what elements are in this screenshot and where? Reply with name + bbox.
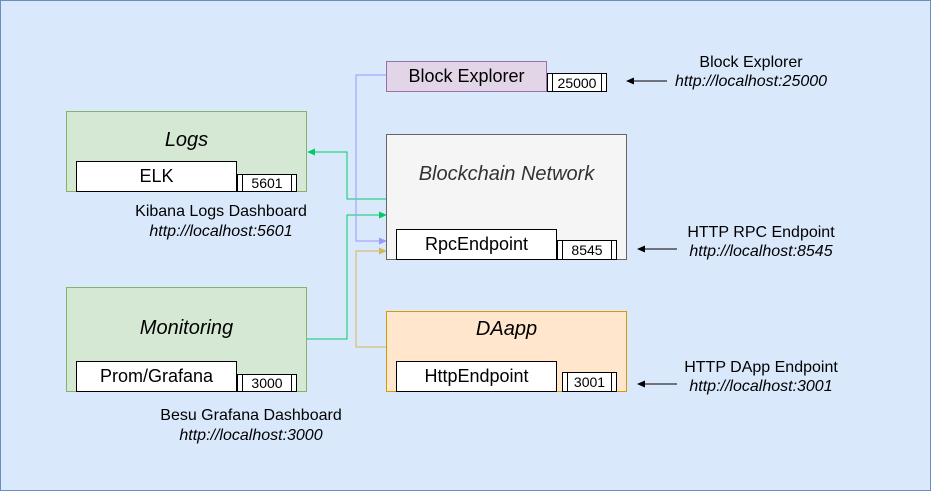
block-explorer-title: Block Explorer <box>408 66 525 86</box>
grafana-port: 3000 <box>237 374 297 392</box>
grafana-caption: Besu Grafana Dashboard http://localhost:… <box>141 407 361 445</box>
kibana-caption-label: Kibana Logs Dashboard <box>135 203 307 220</box>
rpc-caption: HTTP RPC Endpoint http://localhost:8545 <box>671 224 851 261</box>
arrowhead-blockchain-orange <box>379 247 387 255</box>
block-explorer-port: 25000 <box>547 73 607 92</box>
blockchain-network-title: Blockchain Network <box>418 163 595 185</box>
rpc-caption-label: HTTP RPC Endpoint <box>687 224 835 241</box>
rpc-port: 8545 <box>557 240 617 260</box>
connector-explorer-to-rpc <box>355 74 387 242</box>
http-endpoint-service: HttpEndpoint <box>396 361 557 392</box>
dapp-caption-url: http://localhost:3001 <box>689 378 833 395</box>
connector-blockchain-to-logs <box>314 151 387 200</box>
arrowhead-rpc-purple <box>379 237 387 245</box>
block-explorer-box: Block Explorer <box>386 61 547 92</box>
arrowhead-rpc-caption <box>637 245 645 253</box>
http-endpoint-label: HttpEndpoint <box>424 366 529 386</box>
arrowhead-explorer-caption <box>626 77 634 85</box>
rpc-endpoint-label: RpcEndpoint <box>424 234 529 254</box>
grafana-service: Prom/Grafana <box>76 361 237 392</box>
explorer-caption-label: Block Explorer <box>699 54 803 71</box>
elk-label: ELK <box>139 166 174 186</box>
connector-dapp-to-blockchain <box>355 250 387 348</box>
elk-port: 5601 <box>237 174 297 192</box>
rpc-endpoint-service: RpcEndpoint <box>396 229 557 260</box>
grafana-caption-url: http://localhost:3000 <box>179 427 323 444</box>
kibana-caption: Kibana Logs Dashboard http://localhost:5… <box>121 203 321 241</box>
dapp-port: 3001 <box>562 372 617 392</box>
dapp-caption: HTTP DApp Endpoint http://localhost:3001 <box>671 359 851 396</box>
connector-monitoring-to-blockchain <box>307 214 379 340</box>
dapp-title: DAapp <box>475 318 538 340</box>
arrowhead-blockchain-green <box>379 211 387 219</box>
dapp-caption-label: HTTP DApp Endpoint <box>684 359 838 376</box>
monitoring-title: Monitoring <box>139 317 234 339</box>
arrowhead-dapp-caption <box>637 380 645 388</box>
rpc-caption-url: http://localhost:8545 <box>689 243 833 260</box>
arrowhead-logs <box>307 148 315 156</box>
grafana-label: Prom/Grafana <box>99 366 214 386</box>
kibana-caption-url: http://localhost:5601 <box>149 223 293 240</box>
explorer-caption: Block Explorer http://localhost:25000 <box>661 54 841 91</box>
explorer-caption-url: http://localhost:25000 <box>674 73 828 90</box>
grafana-caption-label: Besu Grafana Dashboard <box>160 407 342 424</box>
logs-title: Logs <box>164 129 209 151</box>
elk-service: ELK <box>76 161 237 192</box>
